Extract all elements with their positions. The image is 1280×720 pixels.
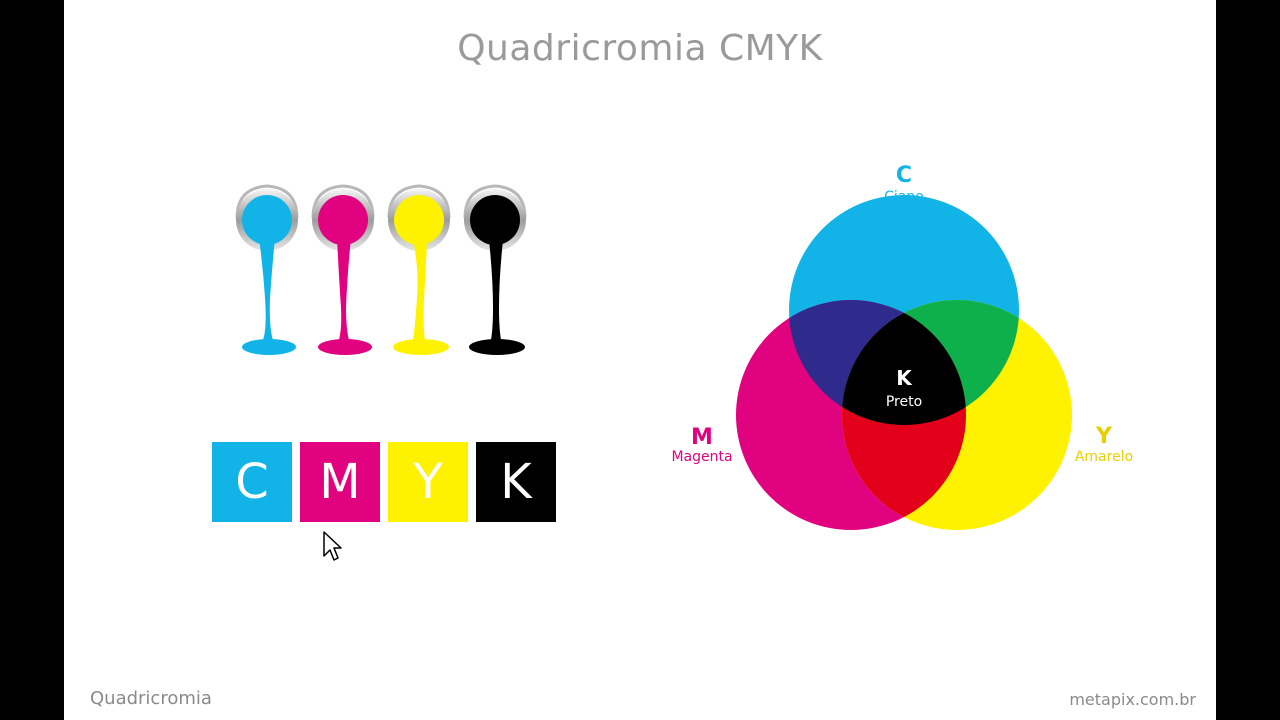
magenta-label-name: Magenta bbox=[671, 449, 732, 465]
center-label-name: Preto bbox=[886, 394, 922, 410]
black-paint-can-icon bbox=[463, 184, 527, 355]
cmyk-venn-diagram: C Ciano M Magenta Y Amarelo K Preto bbox=[671, 163, 1133, 530]
swatch-yellow: Y bbox=[388, 442, 468, 522]
yellow-label-name: Amarelo bbox=[1075, 449, 1133, 465]
swatch-magenta: M bbox=[300, 442, 380, 522]
yellow-paint-can-icon bbox=[387, 184, 451, 355]
cyan-paint-can-icon bbox=[235, 184, 299, 355]
magenta-paint-can-icon bbox=[311, 184, 375, 355]
slide-title: Quadricromia CMYK bbox=[457, 28, 823, 69]
mouse-pointer-icon bbox=[323, 531, 342, 561]
slide: Quadricromia CMYK bbox=[64, 0, 1216, 720]
center-label-letter: K bbox=[896, 366, 913, 390]
swatch-cyan: C bbox=[212, 442, 292, 522]
footer-website: metapix.com.br bbox=[1069, 690, 1196, 709]
swatch-black: K bbox=[476, 442, 556, 522]
magenta-label-letter: M bbox=[691, 425, 713, 450]
footer-topic: Quadricromia bbox=[90, 688, 212, 709]
cyan-label-name: Ciano bbox=[884, 189, 924, 205]
paint-cans-illustration bbox=[235, 184, 527, 355]
cyan-label-letter: C bbox=[896, 163, 912, 188]
yellow-label-letter: Y bbox=[1095, 424, 1113, 449]
